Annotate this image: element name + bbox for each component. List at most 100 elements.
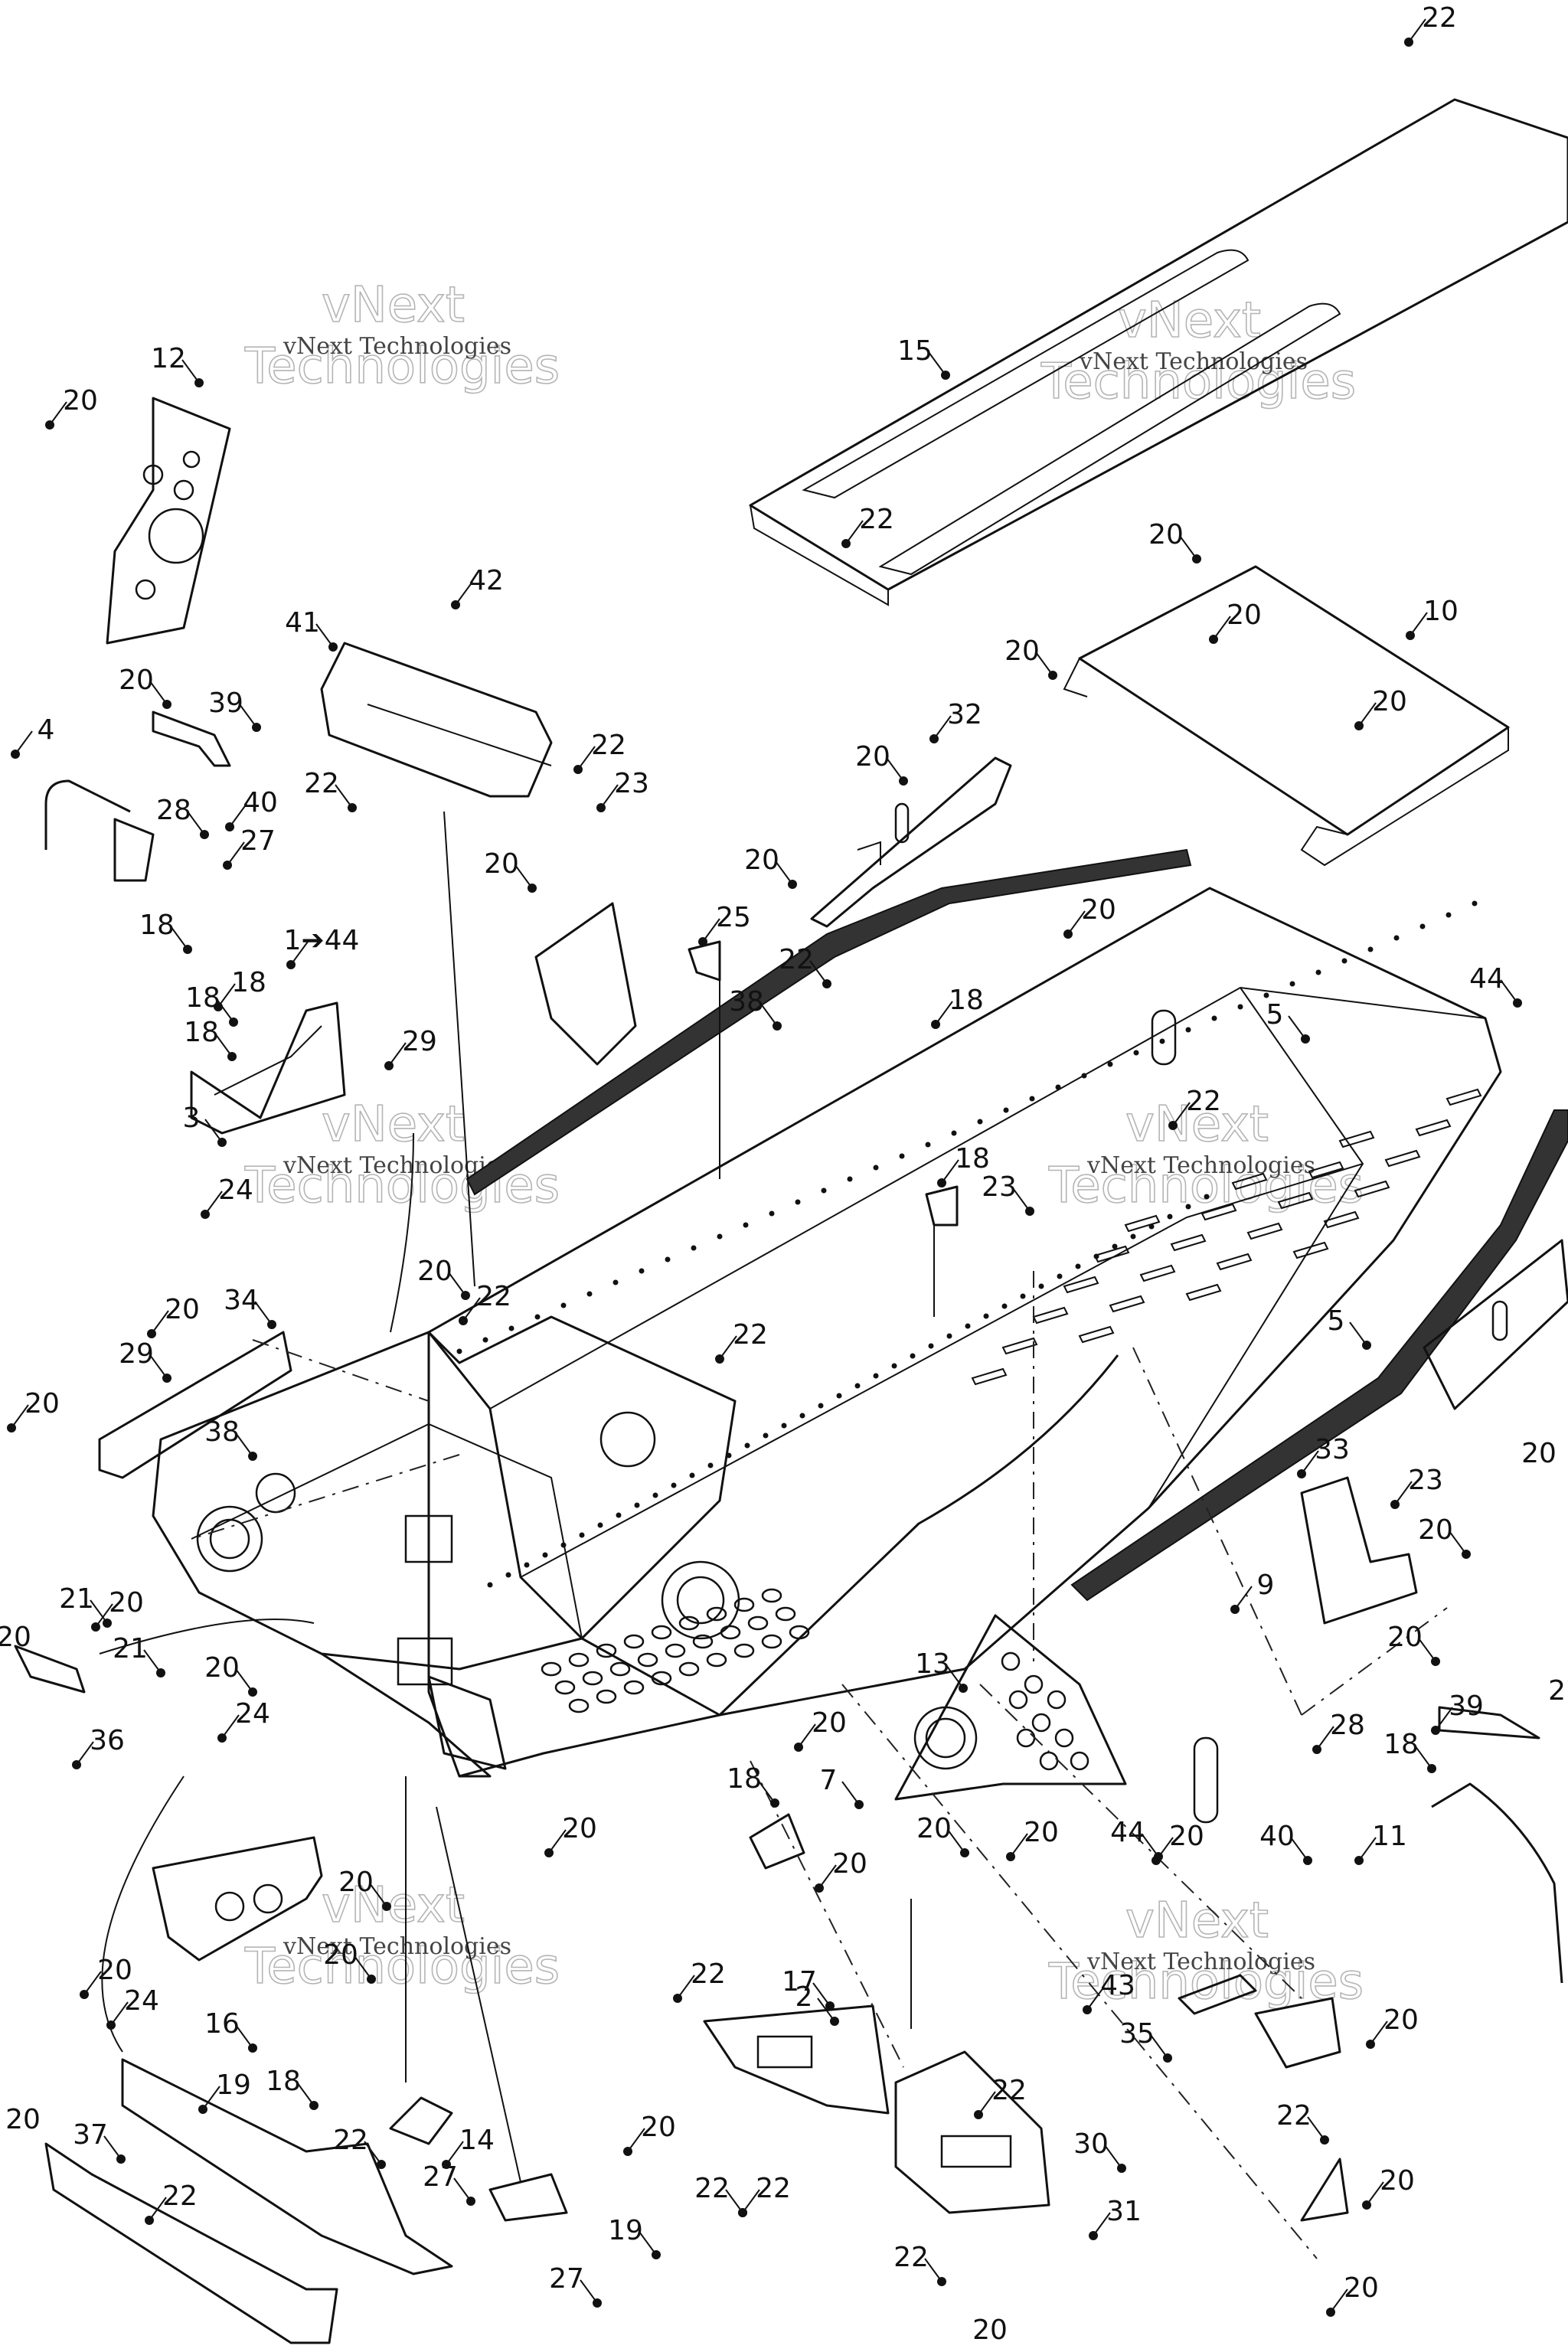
leader-line [1358, 702, 1377, 727]
leader-line [216, 998, 234, 1023]
callout-number: 22 [859, 504, 894, 535]
leader-line [1330, 2288, 1348, 2313]
leader-line [170, 926, 188, 950]
callout-number: 24 [218, 1174, 253, 1206]
rivet [689, 1472, 695, 1478]
rivet [1419, 923, 1426, 929]
leader-line [1366, 2181, 1384, 2206]
part-41 [320, 642, 553, 798]
rivet [873, 1373, 879, 1379]
rivet [508, 1325, 514, 1331]
callout-number: 22 [1186, 1086, 1221, 1117]
callout-number: 22 [333, 2125, 368, 2156]
callout-number: 33 [1315, 1434, 1350, 1465]
leader-line [1141, 1833, 1159, 1857]
leader-line [1010, 1833, 1028, 1857]
watermark-line1: vNext [322, 277, 465, 334]
leader-line [235, 1668, 253, 1693]
rivet [1130, 1233, 1136, 1240]
perforation [678, 1615, 700, 1631]
leader-line [296, 2082, 315, 2106]
part-37 [44, 2142, 338, 2344]
rivet [612, 1279, 619, 1285]
rivet [799, 1413, 805, 1419]
part-32 [810, 756, 1012, 928]
leader-line [1067, 910, 1086, 935]
frame-slot [1384, 1149, 1421, 1168]
frame-slot [1246, 1222, 1283, 1240]
perforation [733, 1597, 755, 1612]
leader-line [627, 2128, 645, 2152]
mount-hole [1016, 1728, 1036, 1748]
watermark-line2: Technologies [1048, 1158, 1364, 1214]
callout-number: 20 [1024, 1817, 1059, 1848]
leader-line [204, 1119, 223, 1143]
leader-line [577, 746, 596, 770]
rivet [925, 1142, 931, 1148]
frame-slot [1032, 1306, 1069, 1325]
frame-slot [1354, 1180, 1390, 1198]
callout-number: 15 [897, 335, 933, 367]
rivet [891, 1363, 897, 1369]
frame-slot [1063, 1276, 1099, 1294]
rivet [795, 1199, 801, 1205]
part-3 [190, 1001, 346, 1135]
callout-number: 17 [782, 1966, 817, 1998]
leader-line [933, 715, 952, 740]
part-39-strap-right [1438, 1706, 1540, 1740]
leader-line [1301, 1450, 1319, 1475]
leader-line [1234, 1586, 1253, 1610]
callout-number: 20 [63, 385, 98, 416]
leader-line [639, 2231, 657, 2256]
perforation [733, 1643, 755, 1658]
leader-line [103, 2135, 122, 2160]
leader-line [453, 2177, 472, 2202]
leader-line [947, 1829, 965, 1854]
part-44-a [1151, 1009, 1177, 1066]
leader-line [812, 1982, 831, 2007]
part-35 [488, 2173, 568, 2222]
rivet [456, 1348, 462, 1354]
part-7 [749, 1813, 805, 1870]
callout-number: 20 [1081, 894, 1116, 926]
watermark-small: vNext Technologies [1086, 1949, 1315, 1975]
part-25-rail [466, 848, 1192, 1196]
rivet [781, 1423, 787, 1429]
callout-number: 20 [1521, 1438, 1557, 1469]
callout-number: 22 [691, 1958, 726, 1990]
perforation [596, 1689, 617, 1704]
rivet [847, 1176, 853, 1182]
callout-number: 39 [208, 688, 243, 719]
leader-line [600, 784, 619, 808]
leader-line [354, 1955, 372, 1980]
rivet [691, 1245, 697, 1251]
leader-line [1370, 2020, 1388, 2045]
leader-line [886, 757, 904, 782]
part-17-bracket [894, 2050, 1050, 2214]
part-43 [1300, 2158, 1349, 2222]
rivet [743, 1222, 749, 1228]
leader-line [83, 1971, 102, 1995]
callout-number: 18 [139, 910, 175, 941]
part-4-handle [44, 779, 155, 882]
callout-number: 38 [729, 986, 764, 1018]
part-15-plate [749, 98, 1568, 606]
frame-slot [1078, 1325, 1115, 1344]
leader-line [217, 983, 236, 1008]
leader-line [935, 1001, 953, 1025]
rivet [634, 1502, 640, 1508]
rivet [717, 1233, 723, 1240]
rivet [1003, 1107, 1009, 1113]
callout-number: 2 [795, 1981, 813, 2013]
leader-line [1172, 1102, 1191, 1126]
rivet [1093, 1253, 1099, 1259]
callout-number: 20 [744, 844, 779, 876]
callout-number: 28 [156, 795, 191, 826]
leader-line [1410, 612, 1428, 636]
leader-line [817, 1998, 835, 2022]
part-39-strap [152, 710, 231, 767]
part-28-cable [1431, 1782, 1563, 1984]
leader-line [149, 1354, 168, 1379]
